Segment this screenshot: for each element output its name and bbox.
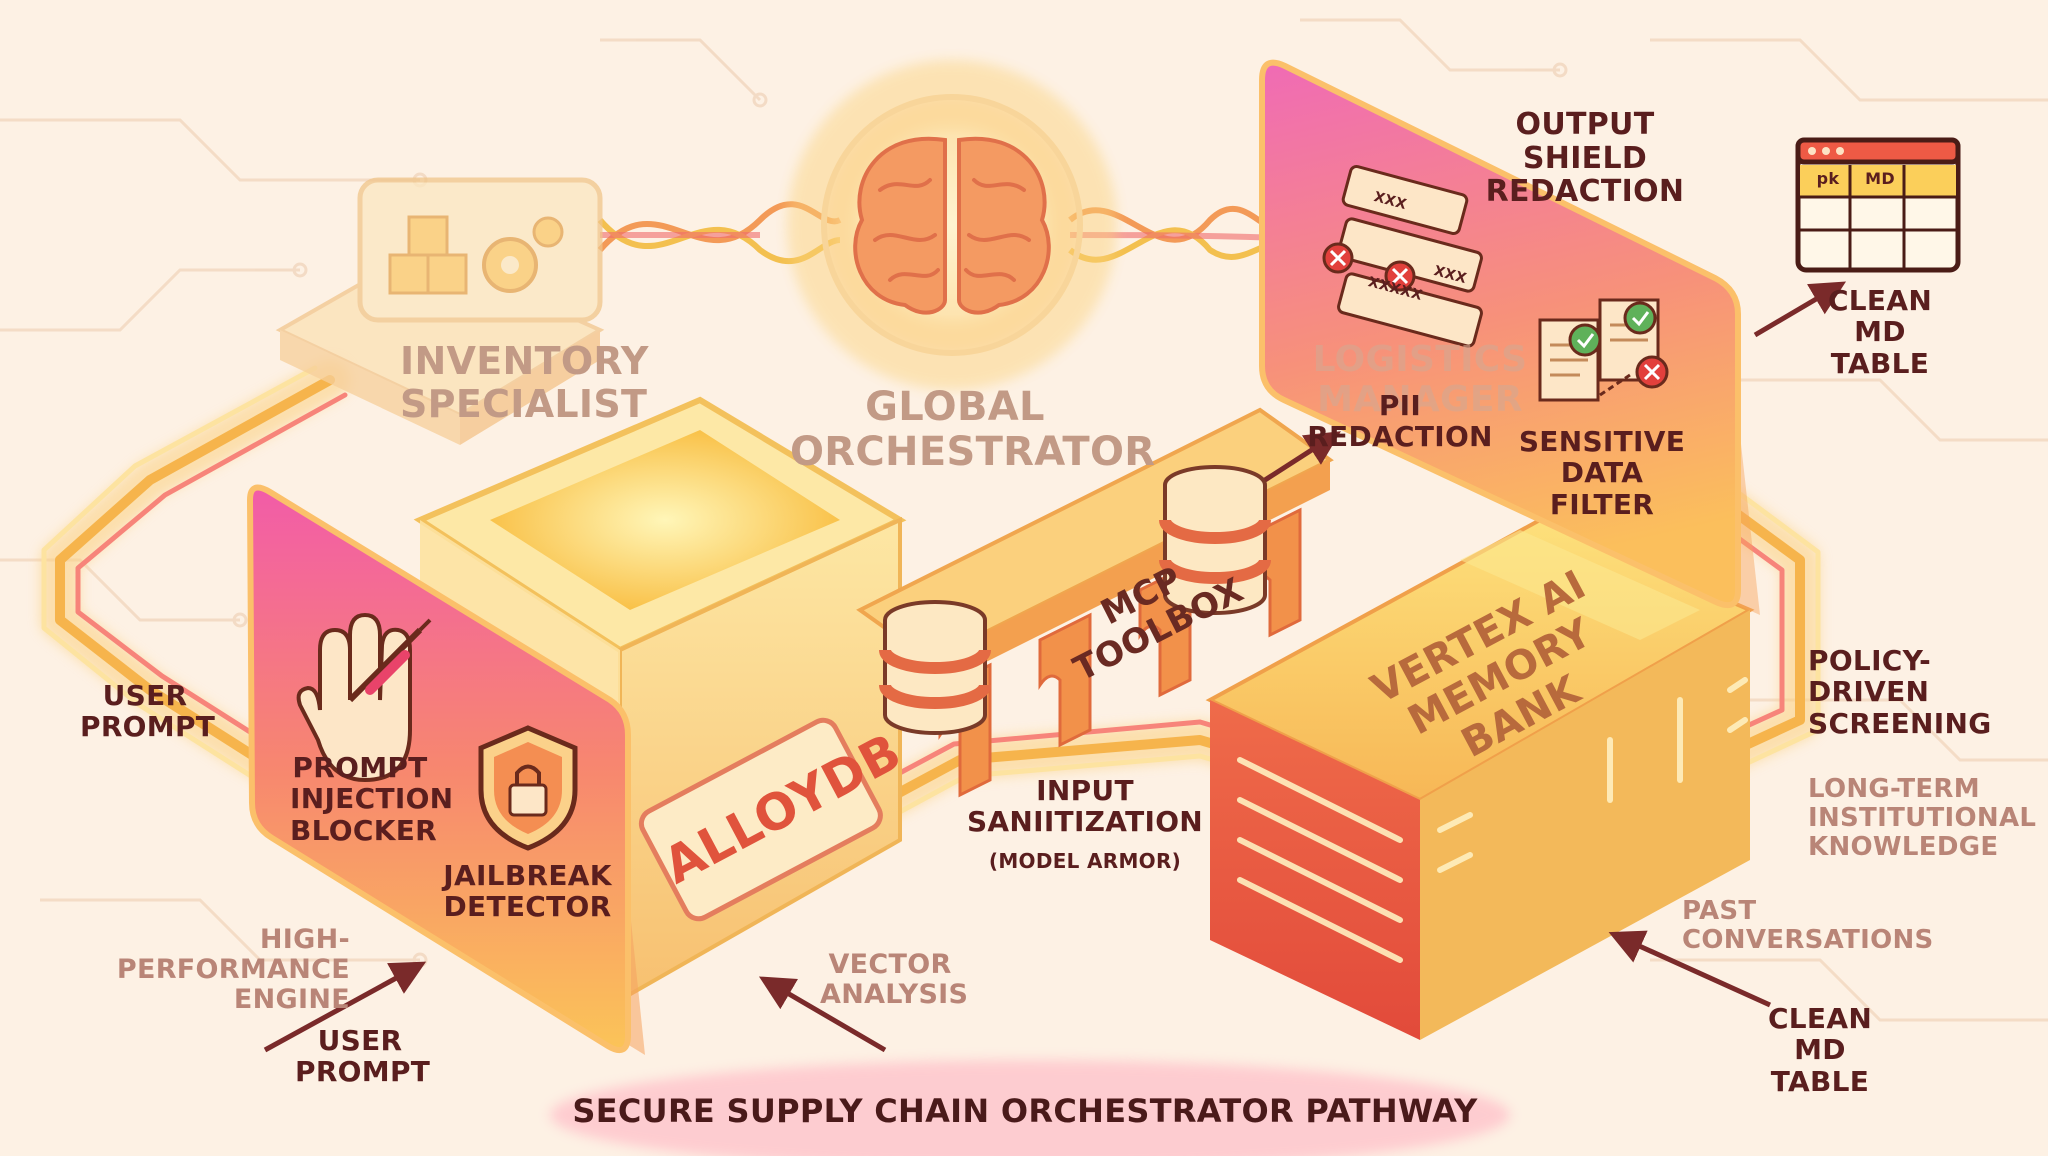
clean-md-table-top-label: CLEAN MD TABLE	[1827, 284, 1933, 380]
output-shield-panel	[1259, 59, 1760, 615]
model-armor-label: (MODEL ARMOR)	[988, 849, 1182, 873]
diagram-title: SECURE SUPPLY CHAIN ORCHESTRATOR PATHWAY	[572, 1092, 1478, 1130]
user-prompt-left-label: USER PROMPT	[80, 679, 216, 744]
input-sanitization-label: INPUT SANIITIZATION	[966, 774, 1204, 839]
global-orchestrator-node	[787, 60, 1117, 390]
redacted-document-icon	[1337, 165, 1483, 348]
hand-stop-icon	[296, 612, 432, 783]
reject-icon	[1322, 242, 1416, 292]
jailbreak-detector-label: JAILBREAK DETECTOR	[443, 859, 612, 924]
prompt-injection-label: PROMPT INJECTION BLOCKER	[290, 751, 454, 847]
lock-shield-icon	[478, 725, 578, 851]
user-prompt-bottom-label: USER PROMPT	[295, 1024, 431, 1089]
inventory-specialist-node	[275, 177, 605, 445]
vertex-memory-bank-node	[1205, 517, 1755, 1040]
database-icon	[879, 600, 991, 735]
input-shield-panel	[246, 484, 645, 1055]
policy-screening-label: POLICY-DRIVEN SCREENING	[1808, 644, 1992, 740]
table-cell-md: MD	[1865, 169, 1895, 188]
clean-md-table-bottom-label: CLEAN MD TABLE	[1767, 1002, 1873, 1098]
logistics-manager-label: LOGISTICS MANAGER	[1312, 339, 1528, 421]
past-conversations-label: PAST CONVERSATIONS	[1682, 896, 1934, 956]
sensitive-data-label: SENSITIVE DATA FILTER	[1518, 425, 1686, 521]
high-performance-engine-label: HIGH-PERFORMANCE ENGINE	[116, 924, 350, 1016]
vector-analysis-label: VECTOR ANALYSIS	[820, 949, 969, 1011]
inventory-specialist-label: INVENTORY SPECIALIST	[400, 339, 649, 426]
boxes-icon	[388, 215, 468, 295]
pii-redaction-label: PII REDACTION	[1307, 389, 1493, 454]
database-icon	[1159, 465, 1271, 615]
gear-icon	[482, 216, 564, 293]
table-icon	[1795, 137, 1961, 273]
filtered-documents-icon	[1538, 298, 1669, 402]
output-shield-title: OUTPUT SHIELD REDACTION	[1485, 107, 1685, 210]
flow-arrows	[263, 281, 1847, 1053]
long-term-knowledge-label: LONG-TERM INSTITUTIONAL KNOWLEDGE	[1808, 774, 2037, 863]
brain-icon	[853, 136, 1051, 315]
title-glow	[550, 1060, 1510, 1156]
table-cell-pk: pk	[1816, 169, 1840, 188]
global-orchestrator-label: GLOBAL ORCHESTRATOR	[790, 384, 1156, 475]
